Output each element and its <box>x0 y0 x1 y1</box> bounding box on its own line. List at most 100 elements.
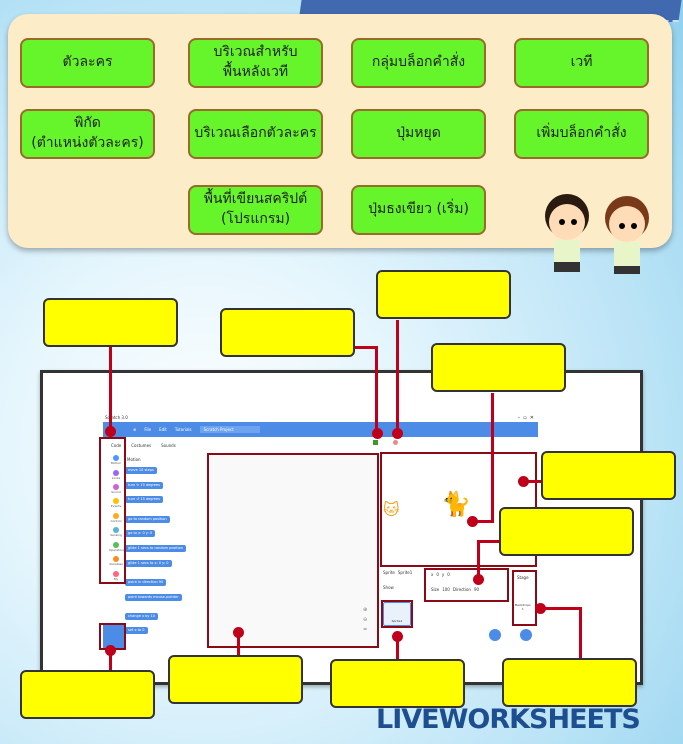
option-card[interactable]: บริเวณสำหรับ พื้นหลังเวที <box>188 38 323 88</box>
menu-edit[interactable]: Edit <box>159 427 167 432</box>
answer-drop-categories[interactable] <box>43 298 178 347</box>
code-block[interactable]: set x to 0 <box>125 627 148 634</box>
code-block[interactable]: go to random position <box>125 516 170 523</box>
connector-line <box>579 607 582 658</box>
connector-line <box>355 346 378 349</box>
connector-line <box>540 607 582 610</box>
category-sensing[interactable]: Sensing <box>109 527 123 537</box>
code-block[interactable]: point in direction 90 <box>125 579 167 586</box>
category-control[interactable]: Control <box>109 513 123 523</box>
editor-tabs: Code Costumes Sounds <box>111 443 176 448</box>
option-card[interactable]: กลุ่มบล็อกคำสั่ง <box>351 38 486 88</box>
add-extension-button[interactable] <box>103 625 125 650</box>
answer-drop-backdrop[interactable] <box>502 658 637 707</box>
connector-line <box>109 649 112 670</box>
marker-dot <box>467 516 478 527</box>
script-area[interactable] <box>207 453 377 647</box>
highlight-backdrop-pane <box>512 570 537 626</box>
menu-tutorials[interactable]: Tutorials <box>174 427 192 432</box>
category-looks[interactable]: Looks <box>109 470 123 480</box>
answer-drop-sprite-pane[interactable] <box>330 659 465 708</box>
sprite-name-field[interactable]: Sprite1 <box>397 570 413 575</box>
option-card[interactable]: บริเวณเลือกตัวละคร <box>188 109 323 159</box>
answer-drop-sprite[interactable] <box>431 343 566 392</box>
project-title-input[interactable]: Scratch Project <box>199 426 260 433</box>
y-field[interactable]: 0 <box>447 572 450 577</box>
y-label: y <box>441 572 445 577</box>
code-block[interactable]: go to x: 0 y: 0 <box>125 530 156 537</box>
window-title: Scratch 3.0 <box>105 415 128 420</box>
show-label: Show <box>383 585 394 590</box>
option-card[interactable]: พิกัด (ตำแหน่งตัวละคร) <box>20 109 155 159</box>
answer-drop-stop[interactable] <box>376 270 511 319</box>
code-block[interactable]: turn ↺ 15 degrees <box>125 496 163 503</box>
category-sound[interactable]: Sound <box>109 484 123 494</box>
answer-drop-stage[interactable] <box>541 451 676 500</box>
palette-heading: Motion <box>127 457 141 462</box>
connector-line <box>523 480 541 483</box>
marker-dot <box>233 627 244 638</box>
code-block[interactable]: glide 1 secs to random position <box>125 545 187 552</box>
highlight-sprite-pane <box>381 600 413 628</box>
option-card[interactable]: เวที <box>514 38 649 88</box>
connector-line <box>472 520 494 523</box>
stage-cat-sprite: 🐈 <box>441 490 471 518</box>
connector-line <box>375 346 378 432</box>
window-controls[interactable]: – ▫ ✕ <box>517 415 534 421</box>
liveworksheets-logo: LIVEWORKSHEETS <box>376 704 641 735</box>
category-motion[interactable]: Motion <box>109 455 123 465</box>
choose-sprite-button[interactable] <box>489 629 501 641</box>
code-block[interactable]: change x by 10 <box>125 613 159 620</box>
marker-dot <box>473 574 484 585</box>
code-block[interactable]: move 10 steps <box>125 467 157 474</box>
marker-dot <box>392 631 403 642</box>
size-label: Size <box>431 587 440 592</box>
cat-sprite-icon: 🐱 <box>383 500 400 519</box>
x-field[interactable]: 0 <box>436 572 439 577</box>
menu-file[interactable]: File <box>144 427 152 432</box>
answer-drop-extension[interactable] <box>20 670 155 719</box>
answer-drop-coordinates[interactable] <box>499 507 634 556</box>
choose-backdrop-button[interactable] <box>520 629 532 641</box>
globe-icon[interactable]: ⊕ <box>133 427 137 432</box>
option-card[interactable]: เพิ่มบล็อกคำสั่ง <box>514 109 649 159</box>
category-variables[interactable]: Variables <box>109 556 123 566</box>
code-block[interactable]: turn ↻ 15 degrees <box>125 482 163 489</box>
option-card[interactable]: ตัวละคร <box>20 38 155 88</box>
size-field[interactable]: 100 <box>442 587 450 592</box>
sprite-thumbnail[interactable]: Sprite1 <box>383 602 411 626</box>
connector-line <box>396 320 399 432</box>
connector-line <box>109 347 112 431</box>
answer-drop-script-area[interactable] <box>168 655 303 704</box>
connector-line <box>491 393 494 522</box>
tab-costumes[interactable]: Costumes <box>131 443 152 448</box>
zoom-controls[interactable]: ⊕⊖= <box>363 607 368 633</box>
green-flag-icon[interactable] <box>373 440 378 445</box>
option-card[interactable]: ปุ่มธงเขียว (เริ่ม) <box>351 185 486 235</box>
kids-illustration <box>545 194 649 274</box>
code-block[interactable]: glide 1 secs to x: 0 y: 0 <box>125 560 172 567</box>
sprite-label: Sprite <box>383 570 395 575</box>
option-card[interactable]: พื้นที่เขียนสคริปต์ (โปรแกรม) <box>188 185 323 235</box>
code-block[interactable]: point towards mouse-pointer <box>125 594 182 601</box>
connector-line <box>477 540 480 579</box>
highlight-script-area <box>207 453 379 648</box>
highlight-categories <box>99 437 126 584</box>
option-card[interactable]: ปุ่มหยุด <box>351 109 486 159</box>
connector-line <box>396 636 399 659</box>
tab-code[interactable]: Code <box>111 443 122 448</box>
x-label: x <box>431 572 434 577</box>
category-operators[interactable]: Operators <box>109 542 124 552</box>
stop-icon[interactable] <box>393 440 398 445</box>
marker-dot <box>535 603 546 614</box>
marker-dot <box>518 476 529 487</box>
marker-dot <box>392 428 403 439</box>
tab-sounds[interactable]: Sounds <box>161 443 176 448</box>
direction-field[interactable]: 90 <box>473 587 480 592</box>
category-events[interactable]: Events <box>109 498 123 508</box>
answer-drop-green-flag[interactable] <box>220 308 355 357</box>
